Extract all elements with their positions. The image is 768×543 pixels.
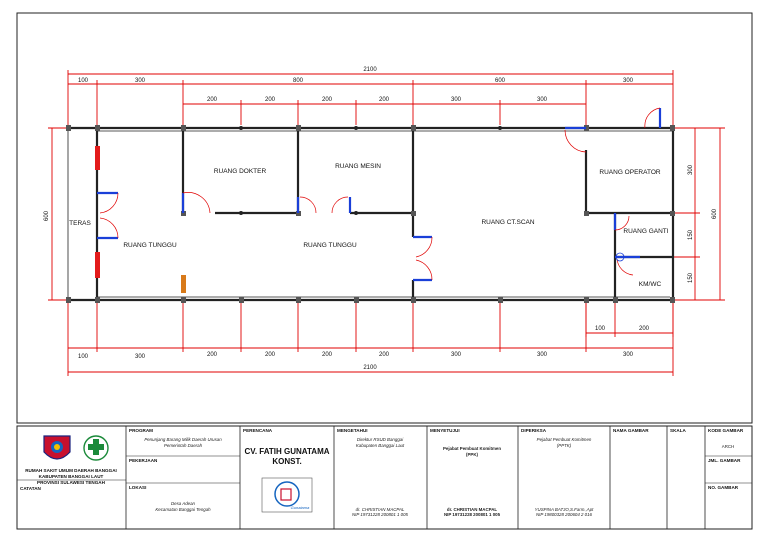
perencana-name-1: KONST. [272,457,301,466]
right-height-dimension: 300 150 150 600 [673,127,725,301]
column-marker [181,275,186,293]
dim-bot-4: 200 [322,352,333,358]
menyetujui-name: dr. CHRISTIAN MACPAL [447,507,497,512]
mengetahui-label: MENGETAHUI [337,428,368,433]
room-ruang-ct-scan: RUANG CT.SCAN [481,219,534,226]
dim-top2-4: 300 [451,97,462,103]
health-logo [83,435,109,461]
left-height-dimension: 600 [44,127,68,301]
regency-logo [43,435,71,460]
catatan-label: CATATAN [20,486,42,491]
menyetujui-label: MENYETUJUI [430,428,460,433]
diperiksa-nip: NIP 19800328 200604 2 016 [536,512,593,517]
dim-top2-0: 200 [207,97,218,103]
owner-line-2: PROVINSI SULAWESI TENGAH [37,480,106,485]
menyetujui-nip: NIP 19731228 200801 1 005 [444,512,501,517]
diperiksa-name: YUSPINA BATJO,S.Farm.,Apt [535,507,595,512]
top-row2-dimension: 200 200 200 200 300 300 [183,97,586,125]
dim-top1-0: 100 [78,78,89,84]
drawing-frame [16,12,753,424]
room-ruang-tunggu-2: RUANG TUNGGU [303,242,357,249]
dim-top2-2: 200 [322,97,333,103]
company-logo-text: Gunatama [291,505,310,510]
program-text-1: Pemerintah Daerah [164,443,203,448]
diperiksa-label: DIPERIKSA [521,428,547,433]
dim-right-2: 150 [688,272,694,283]
top-total-dimension: 2100 [67,67,674,130]
kode-gambar-value: ARCH [722,444,734,449]
bottom-row1-dimension: 100 300 200 200 200 200 300 300 300 [67,300,674,376]
perencana-label: PERENCANA [243,428,273,433]
program-label: PROGRAM [129,428,153,433]
no-gambar-label: NO. GAMBAR [708,485,739,490]
menyetujui-role-0: Pejabat Pembuat Komitmen [443,446,501,451]
dim-bot-0: 100 [78,354,89,360]
pekerjaan-label: PEKERJAAN [129,458,158,463]
room-ruang-mesin: RUANG MESIN [335,163,381,170]
dim-br-1: 200 [639,326,650,332]
lokasi-text-1: Kecamatan Banggai Tengah [155,507,211,512]
menyetujui-role-1: (PPK) [466,452,478,457]
dim-bot-6: 300 [451,352,462,358]
company-logo: Gunatama [261,477,313,513]
dim-top1-1: 300 [135,78,146,84]
room-ruang-dokter: RUANG DOKTER [214,168,267,175]
mengetahui-role-0: Direktur RSUD Banggai [357,437,404,442]
lokasi-text-0: Desa Adean [171,501,196,506]
top-row1-dimension: 100 300 800 600 300 [68,78,673,125]
dim-right-1: 150 [688,229,694,240]
skala-label: SKALA [670,428,687,433]
doors [97,107,662,282]
dim-total-bottom: 2100 [363,365,377,371]
jml-gambar-label: JML. GAMBAR [708,458,741,463]
owner-line-0: RUMAH SAKIT UMUM DAERAH BANGGAI [25,468,117,473]
room-kmwc: KM/WC [639,281,662,288]
dim-bot-5: 200 [379,352,390,358]
dim-bot-8: 300 [623,352,634,358]
dim-top2-5: 300 [537,97,548,103]
window-left-top [95,146,100,170]
room-teras: TERAS [69,220,91,227]
mengetahui-name: dr. CHRISTIAN MACPAL [356,507,405,512]
dim-br-0: 100 [595,326,606,332]
dim-bot-3: 200 [265,352,276,358]
dim-top2-1: 200 [265,97,276,103]
diperiksa-role-1: (PPTK) [557,443,572,448]
diperiksa-role-0: Pejabat Pembuat Komitmen [537,437,592,442]
dim-top1-4: 300 [623,78,634,84]
bottom-right-dimension: 100 200 [585,302,674,337]
lokasi-label: LOKASI [129,485,146,490]
owner-line-1: KABUPATEN BANGGAI LAUT [39,474,104,479]
title-block: RUMAH SAKIT UMUM DAERAH BANGGAI KABUPATE… [16,425,753,530]
room-ruang-operator: RUANG OPERATOR [599,169,660,176]
dim-right-total: 600 [712,208,718,219]
kode-gambar-label: KODE GAMBAR [708,428,744,433]
perencana-name-0: CV. FATIH GUNATAMA [244,447,329,456]
mengetahui-role-1: Kabupaten Banggai Laut [356,443,405,448]
nama-gambar-label: NAMA GAMBAR [613,428,649,433]
dim-top2-3: 200 [379,97,390,103]
dim-bot-7: 300 [537,352,548,358]
dim-top1-2: 800 [293,78,304,84]
bottom-total-dimension: 2100 [68,365,673,373]
dim-top1-3: 600 [495,78,506,84]
dim-right-0: 300 [688,164,694,175]
room-ruang-tunggu-1: RUANG TUNGGU [123,242,177,249]
dim-left-height: 600 [44,210,50,221]
window-left-bottom [95,252,100,278]
room-ruang-ganti: RUANG GANTI [623,228,668,235]
dim-bot-2: 200 [207,352,218,358]
mengetahui-nip: NIP 19731228 200801 1 005 [352,512,409,517]
dim-bot-1: 300 [135,354,146,360]
program-text-0: Penunjang Barang Milik Daerah Urusan [144,437,222,442]
dim-total-top: 2100 [363,67,377,73]
